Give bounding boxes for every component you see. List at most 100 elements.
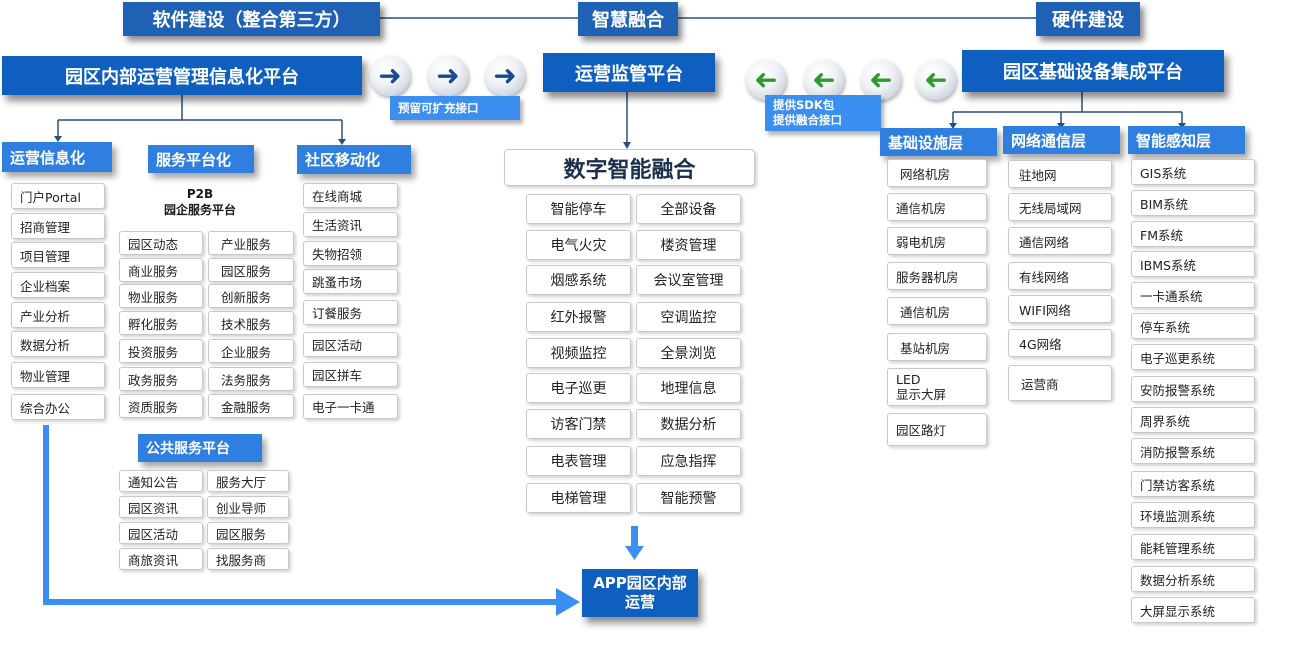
network-header: 网络通信层 — [1003, 126, 1120, 154]
sensing-item: 安防报警系统 — [1131, 376, 1255, 402]
digital-item: 会议室管理 — [636, 265, 741, 295]
app-ops-box: APP园区内部 运营 — [582, 569, 698, 617]
hardware-header: 硬件建设 — [1036, 2, 1140, 36]
sensing-item: 数据分析系统 — [1131, 566, 1255, 592]
service-item: 金融服务 — [208, 394, 294, 418]
public-item: 通知公告 — [119, 470, 203, 492]
service-item: 投资服务 — [119, 339, 203, 363]
public-item: 园区资讯 — [119, 496, 203, 518]
ops-item: 企业档案 — [11, 272, 105, 298]
ops-item: 项目管理 — [11, 242, 105, 268]
monitor-platform-bar: 运营监管平台 — [543, 53, 715, 92]
left-platform-bar: 园区内部运营管理信息化平台 — [2, 56, 362, 95]
service-item: 园区服务 — [208, 258, 294, 282]
community-item: 园区拼车 — [303, 362, 398, 387]
public-item: 服务大厅 — [207, 470, 289, 492]
network-item: 无线局域网 — [1008, 193, 1112, 221]
ops-item: 招商管理 — [11, 213, 105, 239]
ops-info-header: 运营信息化 — [2, 142, 112, 172]
infra-item-led: LED 显示大屏 — [887, 368, 987, 406]
infra-item: 园区路灯 — [887, 413, 987, 446]
digital-item: 电梯管理 — [526, 483, 631, 513]
ops-item: 门户Portal — [11, 183, 105, 209]
public-item: 园区服务 — [207, 522, 289, 544]
public-service-header: 公共服务平台 — [138, 434, 262, 462]
software-header: 软件建设（整合第三方） — [123, 2, 380, 36]
digital-item: 智能停车 — [526, 194, 631, 224]
network-item: 有线网络 — [1008, 262, 1112, 290]
sdk-line: 提供SDK包 — [773, 98, 835, 112]
reserve-interface-label: 预留可扩充接口 — [390, 96, 520, 120]
public-item: 园区活动 — [119, 522, 203, 544]
community-item: 电子一卡通 — [303, 394, 398, 419]
left-arrow-circle-icon: ➜ — [916, 60, 956, 100]
smart-fusion-header: 智慧融合 — [578, 2, 678, 36]
community-item: 园区活动 — [303, 332, 398, 357]
sensing-item: 门禁访客系统 — [1131, 471, 1255, 497]
sensing-item: 能耗管理系统 — [1131, 534, 1255, 560]
network-item: 驻地网 — [1008, 160, 1112, 188]
left-arrow-circle-icon: ➜ — [746, 60, 786, 100]
community-item: 订餐服务 — [303, 300, 398, 325]
digital-item: 视频监控 — [526, 338, 631, 368]
digital-item: 空调监控 — [636, 302, 741, 332]
service-item: 政务服务 — [119, 367, 203, 391]
digital-item: 红外报警 — [526, 302, 631, 332]
service-item: 资质服务 — [119, 394, 203, 418]
sensing-item: 一卡通系统 — [1131, 282, 1255, 308]
ops-item: 综合办公 — [11, 394, 105, 420]
network-item: 通信网络 — [1008, 227, 1112, 255]
service-item: 企业服务 — [208, 339, 294, 363]
p2b-line: 园企服务平台 — [163, 203, 236, 217]
digital-item: 地理信息 — [636, 373, 741, 403]
sensing-item: IBMS系统 — [1131, 251, 1255, 277]
service-item: 产业服务 — [208, 231, 294, 255]
infra-item: 弱电机房 — [887, 227, 987, 255]
left-arrow-circle-icon: ➜ — [861, 60, 901, 100]
sensing-header: 智能感知层 — [1128, 126, 1245, 154]
sensing-item: 停车系统 — [1131, 313, 1255, 339]
digital-item: 电表管理 — [526, 446, 631, 476]
network-item: 4G网络 — [1008, 329, 1112, 357]
sensing-item: 周界系统 — [1131, 407, 1255, 433]
service-item: 法务服务 — [208, 367, 294, 391]
service-platform-header: 服务平台化 — [148, 145, 254, 173]
service-item: 孵化服务 — [119, 311, 203, 335]
service-item: 园区动态 — [119, 231, 203, 255]
sdk-line: 提供融合接口 — [773, 113, 842, 127]
digital-item: 电气火灾 — [526, 230, 631, 260]
community-item: 失物招领 — [303, 241, 398, 266]
left-arrow-circle-icon: ➜ — [804, 60, 844, 100]
public-item: 创业导师 — [207, 496, 289, 518]
digital-item: 全景浏览 — [636, 338, 741, 368]
sensing-item: 消防报警系统 — [1131, 438, 1255, 464]
led-line: LED — [896, 372, 921, 387]
community-item: 生活资讯 — [303, 212, 398, 237]
sensing-item: BIM系统 — [1131, 190, 1255, 216]
service-item: 商业服务 — [119, 258, 203, 282]
right-arrow-circle-icon: ➜ — [485, 56, 525, 96]
network-item: WIFI网络 — [1008, 295, 1112, 323]
right-platform-bar: 园区基础设备集成平台 — [962, 50, 1224, 92]
sensing-item: 大屏显示系统 — [1131, 597, 1255, 623]
service-item: 技术服务 — [208, 311, 294, 335]
right-arrow-circle-icon: ➜ — [370, 56, 410, 96]
digital-fusion-title: 数字智能融合 — [504, 149, 755, 186]
sensing-item: GIS系统 — [1131, 159, 1255, 185]
digital-item: 楼资管理 — [636, 230, 741, 260]
sensing-item: 环境监测系统 — [1131, 502, 1255, 528]
led-line: 显示大屏 — [896, 387, 947, 402]
infra-item: 通信机房 — [887, 193, 987, 221]
right-arrow-circle-icon: ➜ — [428, 56, 468, 96]
public-item: 找服务商 — [207, 548, 289, 570]
digital-item: 访客门禁 — [526, 409, 631, 439]
community-item: 在线商城 — [303, 183, 398, 208]
infra-header: 基础设施层 — [880, 128, 997, 156]
network-item: 运营商 — [1008, 365, 1112, 401]
p2b-label: P2B 园企服务平台 — [140, 186, 260, 220]
sensing-item: 电子巡更系统 — [1131, 344, 1255, 370]
infra-item: 服务器机房 — [887, 262, 987, 290]
digital-item: 数据分析 — [636, 409, 741, 439]
sdk-label: 提供SDK包 提供融合接口 — [765, 95, 881, 131]
